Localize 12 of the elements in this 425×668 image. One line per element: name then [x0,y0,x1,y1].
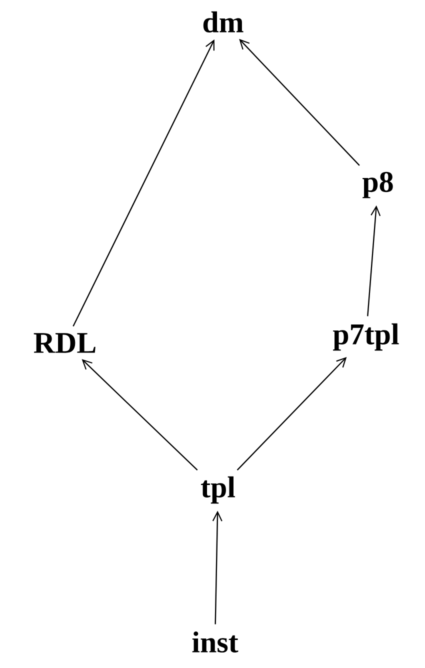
node-label: tpl [200,476,235,504]
node-label: RDL [34,333,96,353]
arrow [82,359,198,471]
arrow [367,205,381,316]
arrow [239,38,360,166]
arrow [212,510,222,624]
arrow [236,356,347,470]
node-label: dm [203,11,244,33]
arrow [72,39,214,327]
node-label: p7tpl [333,323,399,351]
node-label: p8 [362,172,393,198]
node-label: inst [192,631,238,653]
